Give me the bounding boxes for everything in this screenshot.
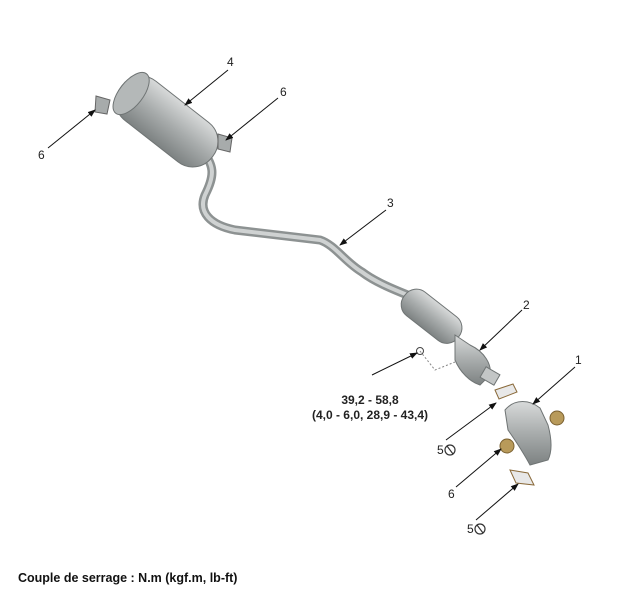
no-reuse-icon xyxy=(474,523,486,535)
gasket-lower xyxy=(509,469,535,486)
callout-6-hanger-left: 6 xyxy=(38,148,45,162)
callout-5-lower: 5 xyxy=(467,522,474,536)
heat-protector-right xyxy=(549,410,565,426)
main-muffler xyxy=(112,71,219,168)
leader-lines xyxy=(47,69,576,521)
no-reuse-icon xyxy=(444,444,456,456)
callout-5-upper: 5 xyxy=(437,443,444,457)
nut-icon xyxy=(416,347,424,355)
callout-1: 1 xyxy=(575,353,582,367)
torque-spec: 39,2 - 58,8 (4,0 - 6,0, 28,9 - 43,4) xyxy=(260,393,480,423)
gasket-upper xyxy=(494,383,518,400)
torque-units-caption: Couple de serrage : N.m (kgf.m, lb-ft) xyxy=(18,571,238,585)
callout-6-heat-protector: 6 xyxy=(448,487,455,501)
heat-protector-left xyxy=(499,438,515,454)
callout-2: 2 xyxy=(523,298,530,312)
exhaust-manifold xyxy=(504,401,552,466)
callout-3: 3 xyxy=(387,196,394,210)
callout-4: 4 xyxy=(227,55,234,69)
callout-6-hanger-right: 6 xyxy=(280,85,287,99)
center-pipe xyxy=(195,143,415,301)
torque-kgf-lbft: (4,0 - 6,0, 28,9 - 43,4) xyxy=(311,408,429,422)
torque-nm: 39,2 - 58,8 xyxy=(341,393,399,407)
hanger-left xyxy=(94,95,111,115)
